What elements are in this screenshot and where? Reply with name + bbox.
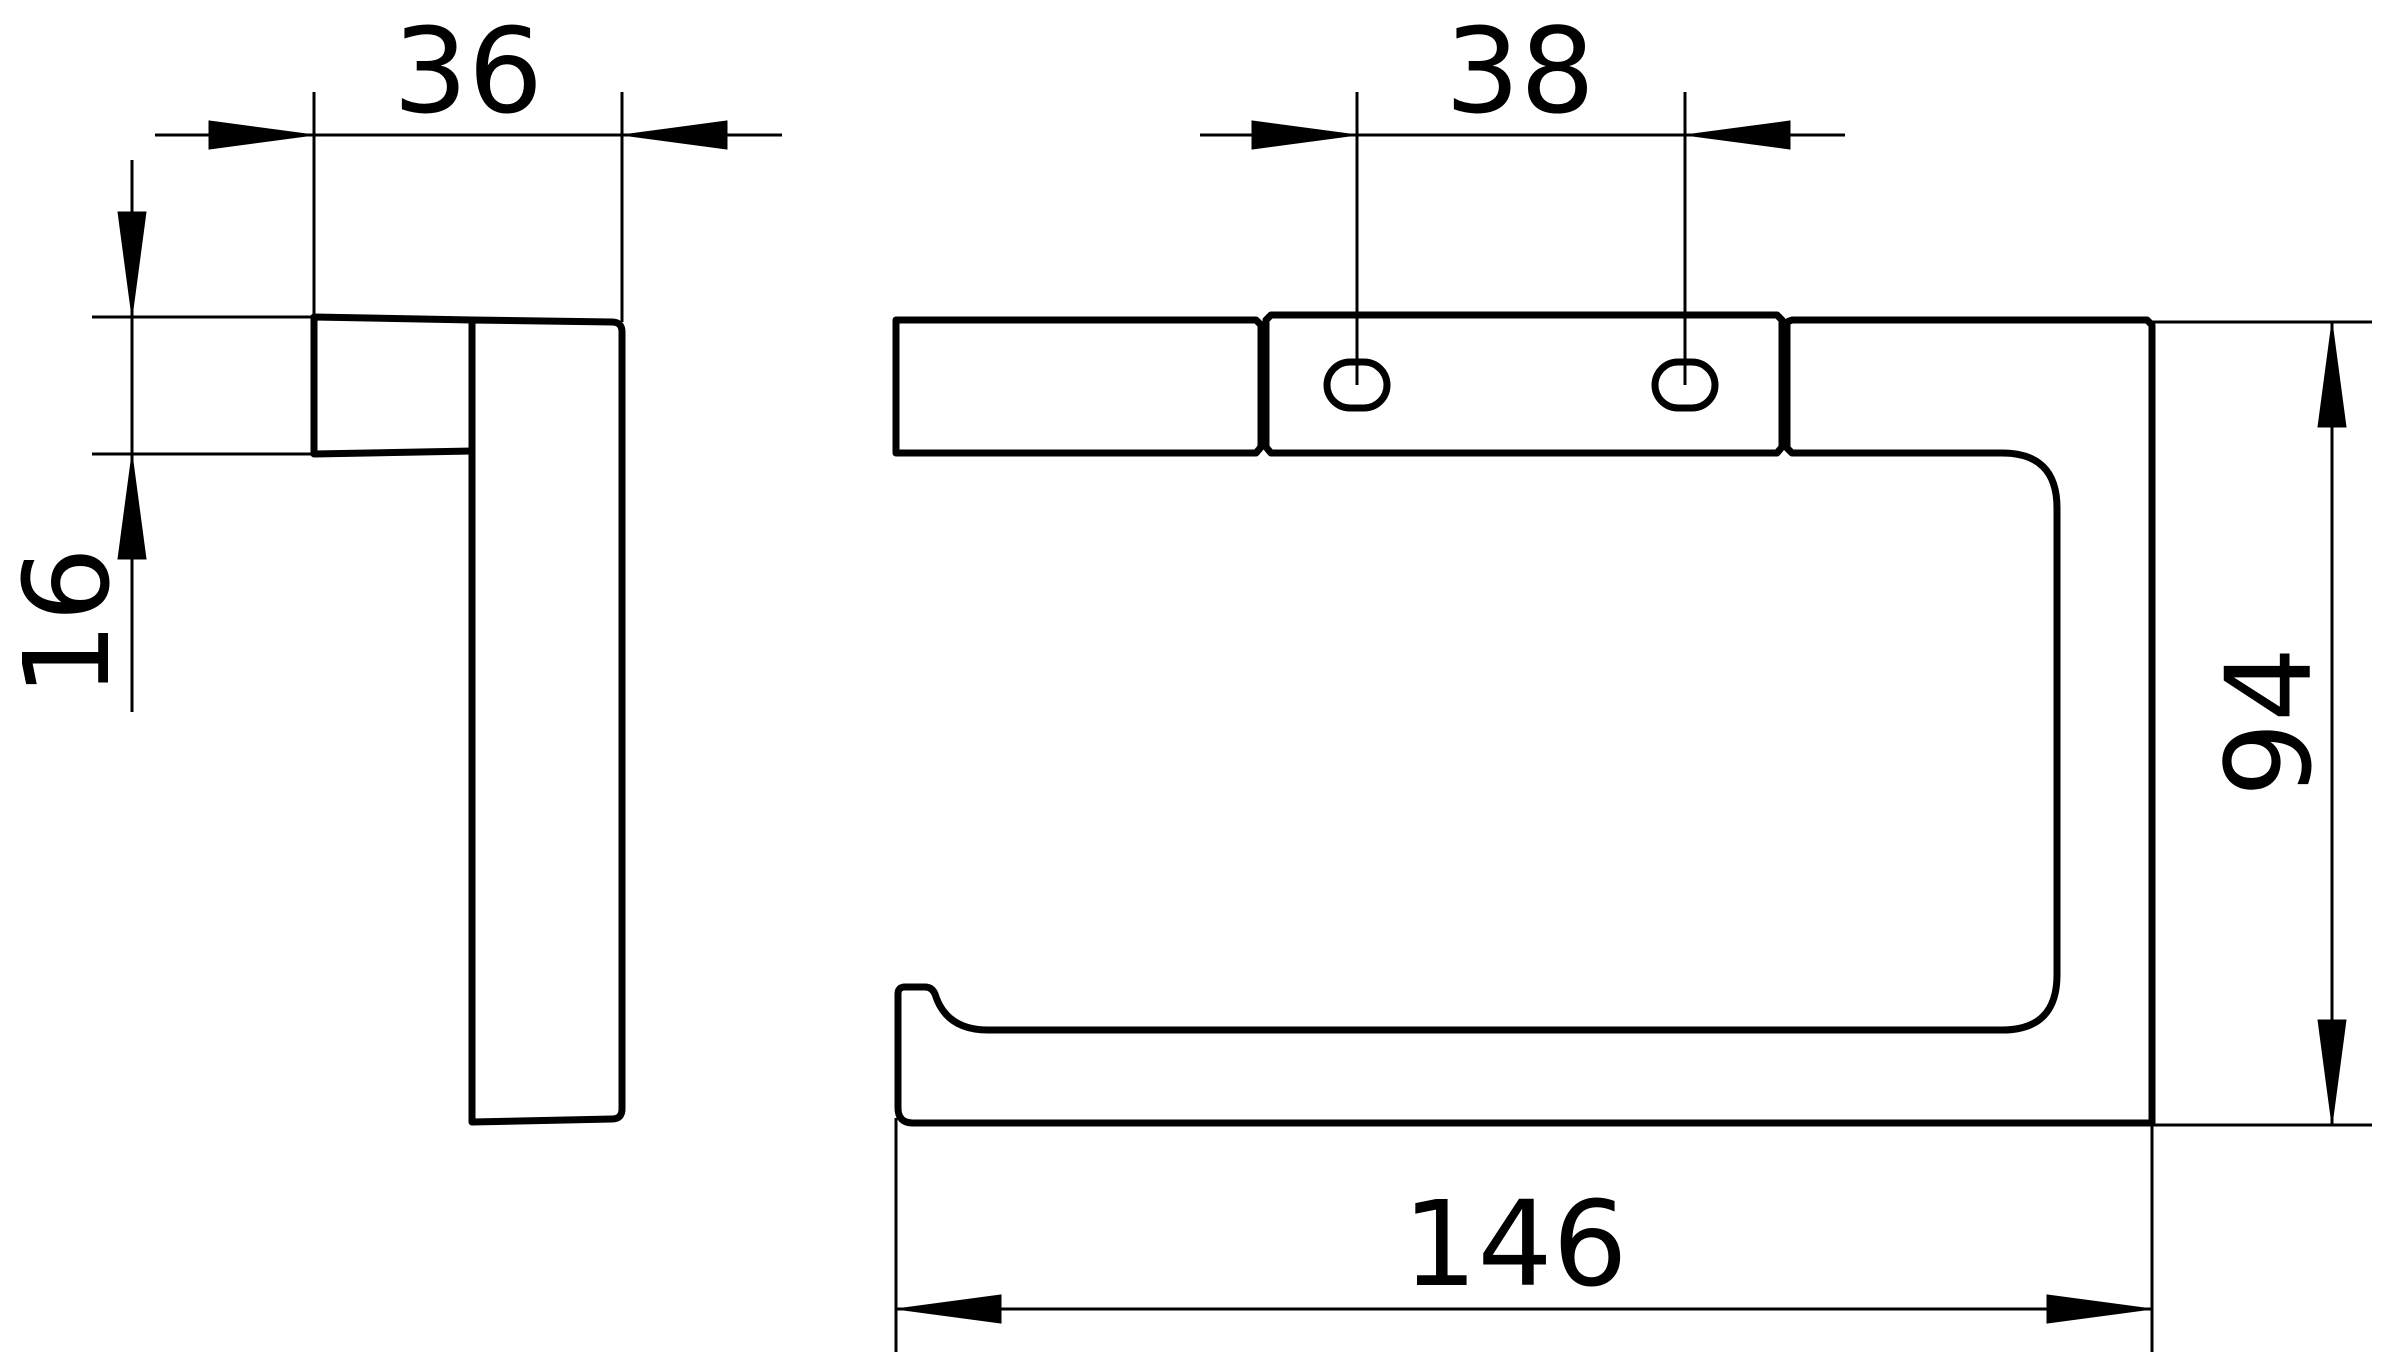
arrowhead bbox=[2046, 1294, 2153, 1324]
arrowhead bbox=[1251, 120, 1358, 150]
side-view-arm bbox=[468, 316, 626, 1126]
dimension-overall-width: 146 bbox=[894, 1118, 2154, 1352]
arrowhead bbox=[2317, 321, 2347, 428]
dimension-label-38: 38 bbox=[1445, 2, 1595, 140]
arrowhead bbox=[1684, 120, 1791, 150]
arrowhead bbox=[2317, 1019, 2347, 1126]
arrowhead bbox=[895, 1294, 1002, 1324]
arrowhead bbox=[117, 211, 147, 318]
dimension-side-thickness: 16 bbox=[0, 160, 314, 712]
dimension-overall-height: 94 bbox=[2152, 320, 2372, 1127]
side-view-mount-plate bbox=[310, 313, 476, 458]
dimension-side-width: 36 bbox=[155, 2, 782, 322]
side-view bbox=[310, 313, 626, 1126]
dimension-label-36: 36 bbox=[393, 2, 543, 140]
dimension-hole-spacing: 38 bbox=[1200, 2, 1845, 385]
arrowhead bbox=[621, 120, 728, 150]
arrowhead bbox=[117, 453, 147, 560]
front-view-left-arm-segment bbox=[892, 316, 1265, 457]
dimension-label-94: 94 bbox=[2200, 647, 2338, 797]
front-view-mount-plate bbox=[1262, 311, 1786, 457]
dimension-label-146: 146 bbox=[1402, 1175, 1627, 1313]
front-view-holder-body bbox=[894, 316, 2156, 1127]
dimension-label-16: 16 bbox=[0, 547, 136, 697]
arrowhead bbox=[208, 120, 315, 150]
front-view bbox=[892, 311, 2156, 1127]
